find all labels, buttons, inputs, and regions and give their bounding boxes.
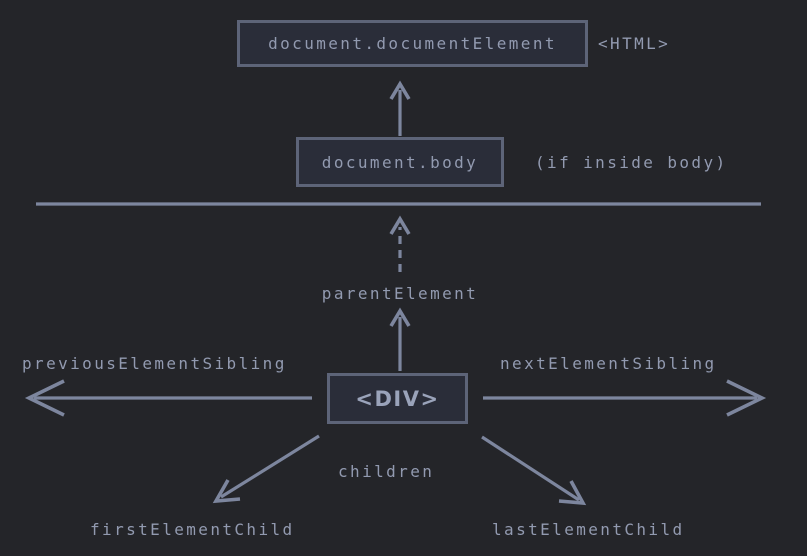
label-nextelementsibling: nextElementSibling: [500, 354, 717, 373]
dashed-arrow-parent-chain: [389, 215, 411, 272]
label-lastelementchild: lastElementChild: [492, 520, 685, 539]
node-div: <DIV>: [327, 373, 468, 424]
node-document-body-label: document.body: [321, 152, 479, 172]
html-tag-note: <HTML>: [598, 34, 671, 53]
label-previouselementsibling: previousElementSibling: [22, 354, 287, 373]
node-document-documentelement: document.documentElement: [237, 20, 588, 67]
label-firstelementchild: firstElementChild: [90, 520, 295, 539]
arrow-first-child: [212, 434, 320, 504]
arrow-last-child: [481, 435, 587, 506]
label-parentelement: parentElement: [321, 284, 479, 303]
arrow-div-to-parentelement: [389, 307, 411, 371]
arrow-next-sibling: [483, 379, 767, 417]
arrow-body-to-documentelement: [389, 80, 411, 136]
arrow-previous-sibling: [24, 379, 312, 417]
node-document-body: document.body: [296, 137, 504, 187]
node-div-label: <DIV>: [355, 386, 440, 411]
label-children: children: [338, 462, 435, 481]
node-document-documentelement-label: document.documentElement: [268, 34, 557, 53]
body-note: (if inside body): [535, 152, 728, 172]
